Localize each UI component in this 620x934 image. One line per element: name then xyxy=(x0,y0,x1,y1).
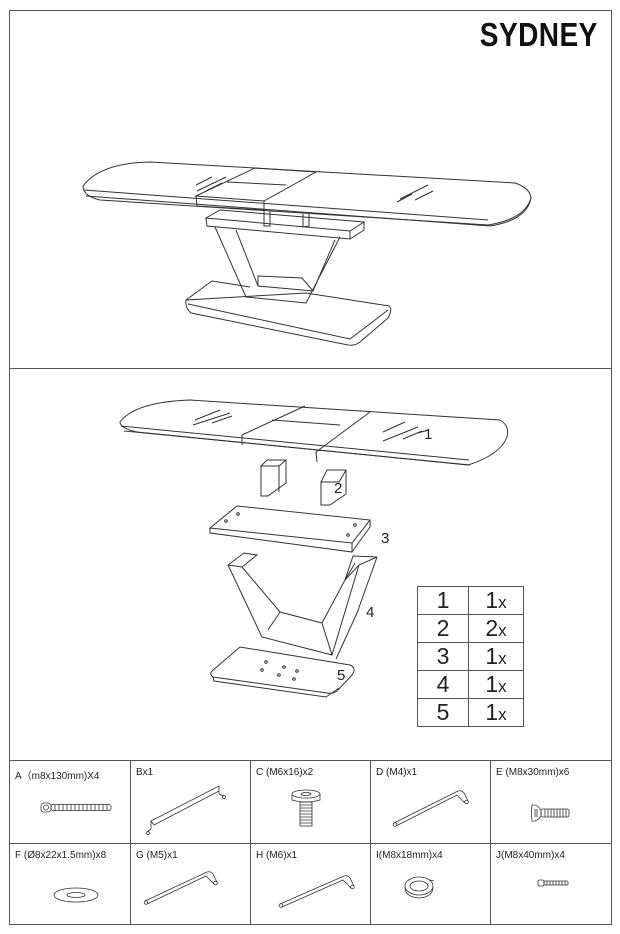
part-label-2: 2 xyxy=(334,480,343,497)
part-label-3: 3 xyxy=(381,530,390,547)
part-number: 5 xyxy=(417,698,469,727)
hardware-item-c: C (M6x16)x2 xyxy=(251,761,371,844)
countersunk-bolt-icon xyxy=(531,804,570,822)
part-quantity: 2x xyxy=(468,614,524,643)
allen-key-icon xyxy=(392,790,469,827)
spring-washer-icon xyxy=(404,876,435,899)
hardware-label: Bx1 xyxy=(136,767,154,778)
hardware-label: H (M6)x1 xyxy=(256,850,298,861)
allen-key-icon xyxy=(278,875,355,908)
hardware-item-g: G (M5)x1 xyxy=(131,844,251,924)
flat-head-screw-icon xyxy=(291,789,321,827)
part-quantity: 1x xyxy=(468,642,524,671)
hardware-label: D (M4)x1 xyxy=(376,767,418,778)
hardware-item-a: A（m8x130mm)X4 xyxy=(10,761,131,844)
hardware-item-h: H (M6)x1 xyxy=(251,844,371,924)
hardware-item-i: I(M8x18mm)x4 xyxy=(371,844,491,924)
hardware-item-e: E (M8x30mm)x6 xyxy=(491,761,611,844)
hardware-label: F (Ø8x22x1.5mm)x8 xyxy=(15,850,107,861)
part-quantity: 1x xyxy=(468,698,524,727)
part-quantity: 1x xyxy=(468,586,524,615)
hardware-label: E (M8x30mm)x6 xyxy=(496,767,570,778)
hardware-item-f: F (Ø8x22x1.5mm)x8 xyxy=(10,844,131,924)
hardware-grid: A（m8x130mm)X4 Bx1 C (M6x16)x2 D (M4)x1 xyxy=(9,760,612,925)
hardware-label: A（m8x130mm)X4 xyxy=(15,771,100,782)
part-label-1: 1 xyxy=(424,426,433,443)
part-label-5: 5 xyxy=(337,667,346,684)
long-bolt-icon xyxy=(40,802,112,813)
hardware-label: G (M5)x1 xyxy=(136,850,178,861)
allen-key-icon xyxy=(143,871,218,905)
assembled-view-panel xyxy=(9,10,612,369)
part-label-4: 4 xyxy=(366,604,375,621)
hardware-label: I(M8x18mm)x4 xyxy=(376,850,443,861)
part-number: 2 xyxy=(417,614,469,643)
hardware-item-b: Bx1 xyxy=(131,761,251,844)
hardware-item-d: D (M4)x1 xyxy=(371,761,491,844)
exploded-view-illustration xyxy=(119,399,509,698)
assembled-table-illustration xyxy=(82,161,532,346)
product-title: SYDNEY xyxy=(480,16,598,53)
part-quantity: 1x xyxy=(468,670,524,699)
small-bolt-icon xyxy=(537,879,569,887)
part-number: 4 xyxy=(417,670,469,699)
hardware-label: C (M6x16)x2 xyxy=(256,767,314,778)
flat-washer-icon xyxy=(53,887,99,903)
bracket-bar-icon xyxy=(146,785,226,835)
part-number: 3 xyxy=(417,642,469,671)
part-number: 1 xyxy=(417,586,469,615)
hardware-item-j: J(M8x40mm)x4 xyxy=(491,844,611,924)
hardware-label: J(M8x40mm)x4 xyxy=(496,850,565,861)
